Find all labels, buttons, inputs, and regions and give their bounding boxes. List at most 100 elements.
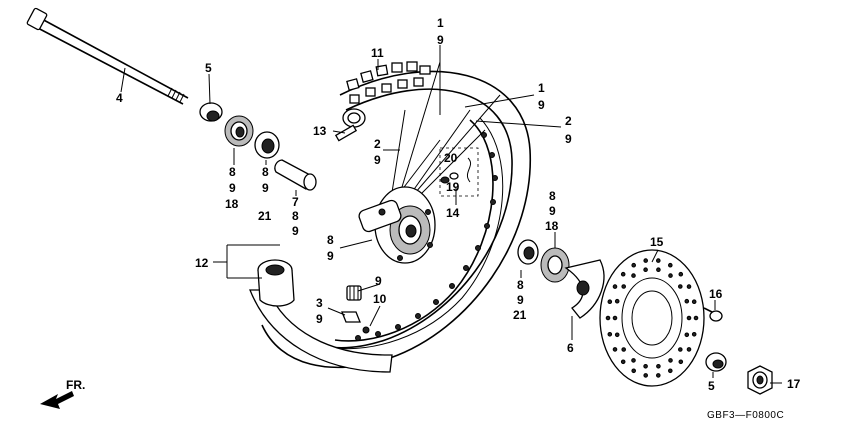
- disc-hole: [621, 284, 627, 289]
- disc-hole: [631, 262, 637, 268]
- callout-12: 12: [195, 256, 209, 270]
- disc-hole: [668, 273, 673, 278]
- callout-8: 8: [517, 278, 524, 292]
- callout-3: 3: [316, 296, 323, 310]
- bearing-right: [517, 239, 539, 265]
- direction-label: FR.: [66, 378, 85, 392]
- front-direction-arrow: FR.: [40, 378, 85, 409]
- disc-hole: [693, 315, 699, 321]
- axle: [26, 7, 189, 105]
- callout-2: 2: [565, 114, 572, 128]
- disc-hole: [656, 258, 661, 263]
- dust-seal-right: [540, 247, 570, 283]
- disc-hole: [643, 258, 649, 263]
- callout-9: 9: [538, 98, 545, 112]
- disc-hole: [614, 298, 620, 304]
- callout-8: 8: [292, 209, 299, 223]
- callout-11: 11: [371, 46, 384, 60]
- callout-18: 18: [545, 219, 559, 233]
- callout-1: 1: [437, 16, 444, 30]
- disc-hole: [631, 273, 636, 278]
- hub: [358, 186, 436, 264]
- distance-collar: [274, 159, 317, 191]
- disc-hole: [605, 315, 611, 321]
- brake-disc: [599, 249, 705, 387]
- callout-7: 7: [292, 195, 299, 209]
- callout-9: 9: [517, 293, 524, 307]
- callouts: 4 5 11 13 1 9 1 9 2 9 2 9 20 19 14 8 9 1…: [116, 16, 801, 393]
- disc-hole: [684, 332, 690, 338]
- callout-13: 13: [313, 124, 327, 138]
- disc-hole: [668, 358, 673, 363]
- callout-2: 2: [374, 137, 381, 151]
- disc-hole: [631, 358, 636, 363]
- callout-17: 17: [787, 377, 801, 391]
- callout-20: 20: [444, 151, 458, 165]
- collar-left: [199, 102, 223, 122]
- disc-hole: [631, 368, 637, 374]
- disc-hole: [621, 347, 627, 352]
- callout-4: 4: [116, 91, 123, 105]
- collar-right: [705, 352, 727, 372]
- disc-hole: [656, 364, 661, 369]
- disc-hole: [668, 262, 673, 268]
- axle-nut: [747, 365, 773, 395]
- disc-hole: [686, 347, 692, 352]
- callout-16: 16: [709, 287, 723, 301]
- callout-8: 8: [327, 233, 334, 247]
- callout-8: 8: [262, 165, 269, 179]
- callout-19: 19: [446, 180, 460, 194]
- dust-seal-left: [224, 115, 254, 147]
- callout-8: 8: [229, 165, 236, 179]
- callout-21: 21: [513, 308, 527, 322]
- callout-9: 9: [262, 181, 269, 195]
- callout-5: 5: [205, 61, 212, 75]
- rim: [333, 117, 504, 350]
- callout-14: 14: [446, 206, 460, 220]
- disc-hole: [691, 299, 697, 305]
- tire: [261, 61, 531, 369]
- valve-cap: [346, 285, 362, 301]
- callout-9: 9: [292, 224, 299, 238]
- callout-9: 9: [327, 249, 334, 263]
- leader-lines: [120, 45, 782, 384]
- callout-9: 9: [316, 312, 323, 326]
- disc-hole: [612, 315, 618, 321]
- disc-hole: [678, 347, 683, 352]
- tube-roll: [257, 259, 295, 307]
- callout-9: 9: [549, 204, 556, 218]
- callout-6: 6: [567, 341, 574, 355]
- callout-18: 18: [225, 197, 239, 211]
- callout-10: 10: [373, 292, 387, 306]
- callout-9: 9: [374, 153, 381, 167]
- diagram-code: GBF3—F0800C: [707, 410, 784, 421]
- bearing-left: [254, 131, 280, 159]
- disc-hole: [612, 284, 618, 289]
- disc-hole: [607, 332, 613, 337]
- inner-tube-section: [334, 108, 366, 142]
- disc-hole: [686, 284, 692, 289]
- disc-hole: [614, 332, 620, 338]
- disc-bolt: [703, 307, 723, 322]
- disc-hole: [668, 368, 673, 374]
- disc-hole: [684, 298, 690, 304]
- disc-hole: [678, 271, 684, 277]
- disc-hole: [607, 299, 613, 305]
- callout-15: 15: [650, 235, 664, 249]
- side-collar: [564, 259, 605, 319]
- spoke-nipple: [341, 311, 370, 334]
- callout-8: 8: [549, 189, 556, 203]
- disc-hole: [620, 359, 626, 365]
- disc-hole: [656, 373, 661, 378]
- callout-5: 5: [708, 379, 715, 393]
- disc-hole: [691, 332, 697, 337]
- disc-hole: [643, 364, 648, 369]
- callout-9: 9: [565, 132, 572, 146]
- disc-hole: [612, 347, 618, 352]
- callout-21: 21: [258, 209, 272, 223]
- disc-hole: [678, 284, 683, 289]
- disc-hole: [620, 271, 626, 277]
- disc-hole: [678, 359, 684, 365]
- disc-hole: [686, 315, 692, 321]
